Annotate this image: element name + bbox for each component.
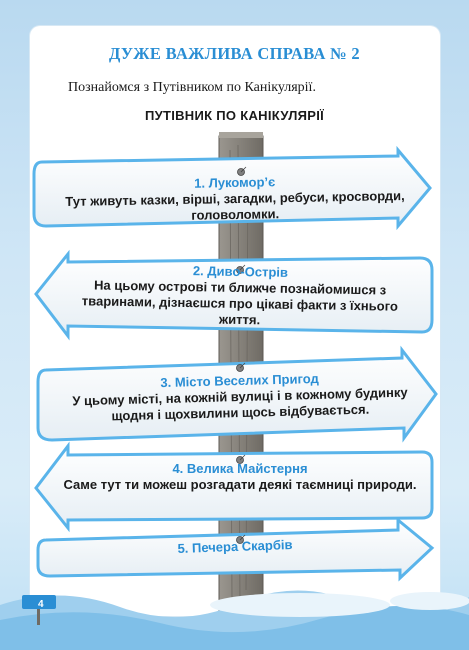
nail-icons bbox=[236, 166, 247, 544]
sign-3: 3. Місто Веселих Пригод У цьому місті, н… bbox=[49, 368, 430, 426]
sign-1-arrow bbox=[32, 145, 432, 231]
page-title: ДУЖЕ ВАЖЛИВА СПРАВА № 2 bbox=[109, 44, 360, 63]
sign-5-arrow bbox=[36, 516, 435, 582]
sign-1: 1. Лукомор’є Тут живуть казки, вірші, за… bbox=[50, 172, 421, 226]
sign-2: 2. Диво-Острів На цьому острові ти ближч… bbox=[59, 261, 420, 331]
guide-title: ПУТІВНИК ПО КАНІКУЛЯРІЇ bbox=[144, 108, 325, 123]
sign-2-text: На цьому острові ти ближче познайомишся … bbox=[81, 277, 398, 328]
sign-4: 4. Велика Майстерня Саме тут ти можеш ро… bbox=[60, 461, 420, 493]
sign-3-arrow bbox=[36, 345, 438, 443]
water-decoration bbox=[0, 590, 469, 650]
intro-text: Познайомся з Путівником по Канікулярії. bbox=[68, 80, 316, 95]
page-number: 4 bbox=[38, 599, 44, 610]
sign-4-text: Саме тут ти можеш розгадати деякі таємни… bbox=[63, 477, 417, 492]
sign-1-text: Тут живуть казки, вірші, загадки, ребуси… bbox=[65, 188, 405, 223]
sign-4-title: 4. Велика Майстерня bbox=[172, 461, 308, 476]
sign-4-arrow bbox=[34, 441, 434, 533]
sign-2-arrow bbox=[34, 249, 434, 341]
